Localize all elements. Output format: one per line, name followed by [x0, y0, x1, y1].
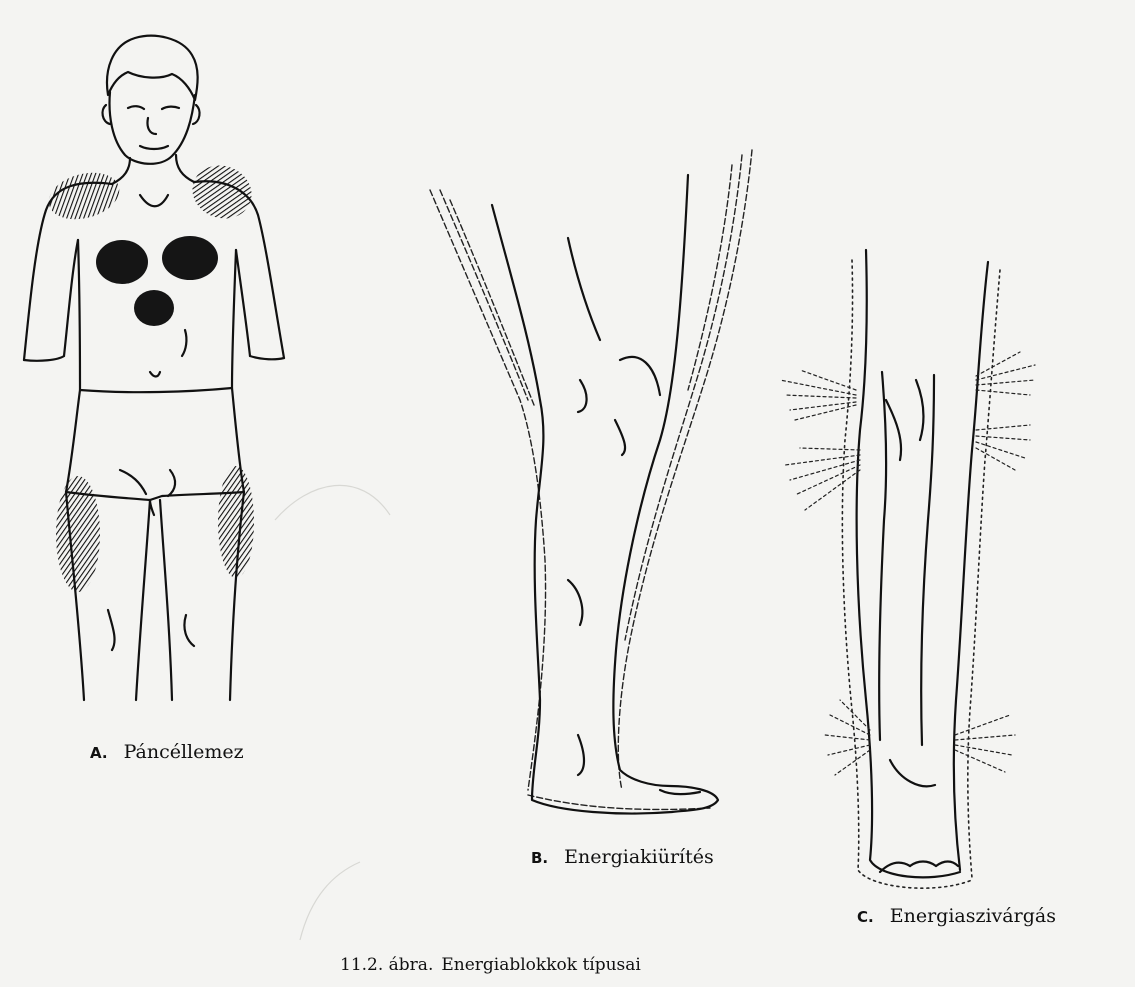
figure-b-label: B. Energiakiürítés: [531, 848, 714, 867]
figure-b-letter: B.: [531, 849, 548, 867]
caption-number: 11.2. ábra.: [340, 955, 433, 975]
leg-b-outline: [492, 175, 718, 814]
figure-a-letter: A.: [90, 744, 108, 762]
figure-c-legs-leakage: [780, 250, 1035, 888]
leg-c-left-outline: [857, 250, 960, 877]
man-shorts: [66, 388, 244, 500]
caption-title: Energiablokkok típusai: [441, 955, 641, 975]
man-face: [110, 92, 195, 164]
leakage-sprays: [780, 352, 1035, 775]
figure-b-name: Energiakiürítés: [564, 846, 714, 868]
scan-artifacts: [275, 485, 390, 940]
figure-c-name: Energiaszivárgás: [890, 905, 1056, 927]
figure-c-label: C. Energiaszivárgás: [857, 907, 1056, 926]
figure-a-name: Páncéllemez: [124, 741, 244, 763]
man-hair: [107, 36, 198, 100]
figure-c-letter: C.: [857, 908, 874, 926]
discharge-halo: [430, 150, 752, 809]
figure-caption: 11.2. ábra. Energiablokkok típusai: [340, 955, 641, 975]
figure-a-man-armor: [24, 36, 284, 700]
figure-a-label: A. Páncéllemez: [90, 743, 244, 762]
figure-b-leg-discharge: [430, 150, 752, 814]
